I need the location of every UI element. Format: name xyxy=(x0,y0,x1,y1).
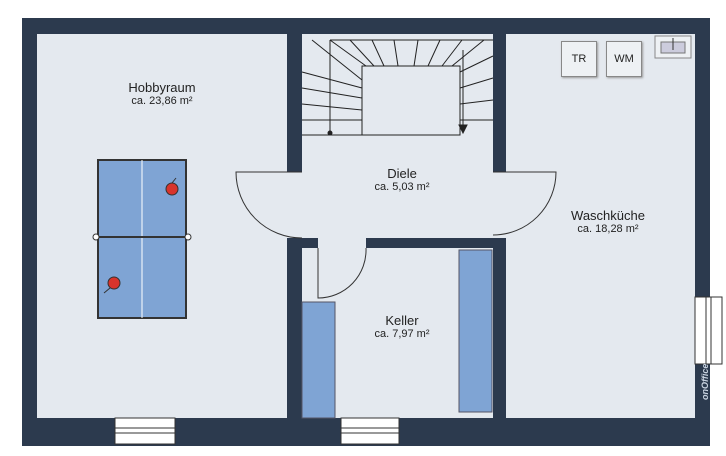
door-swings xyxy=(235,171,557,299)
cabinet-left xyxy=(301,301,336,419)
room-waschkueche xyxy=(506,34,695,418)
windows xyxy=(114,296,723,445)
dryer: TR xyxy=(561,41,597,77)
staircase xyxy=(301,39,494,136)
watermark-logo: onOffice xyxy=(700,363,710,400)
room-diele xyxy=(302,34,493,238)
washing-machine: WM xyxy=(606,41,642,77)
table-tennis xyxy=(92,159,192,319)
cabinet-right xyxy=(458,249,493,413)
